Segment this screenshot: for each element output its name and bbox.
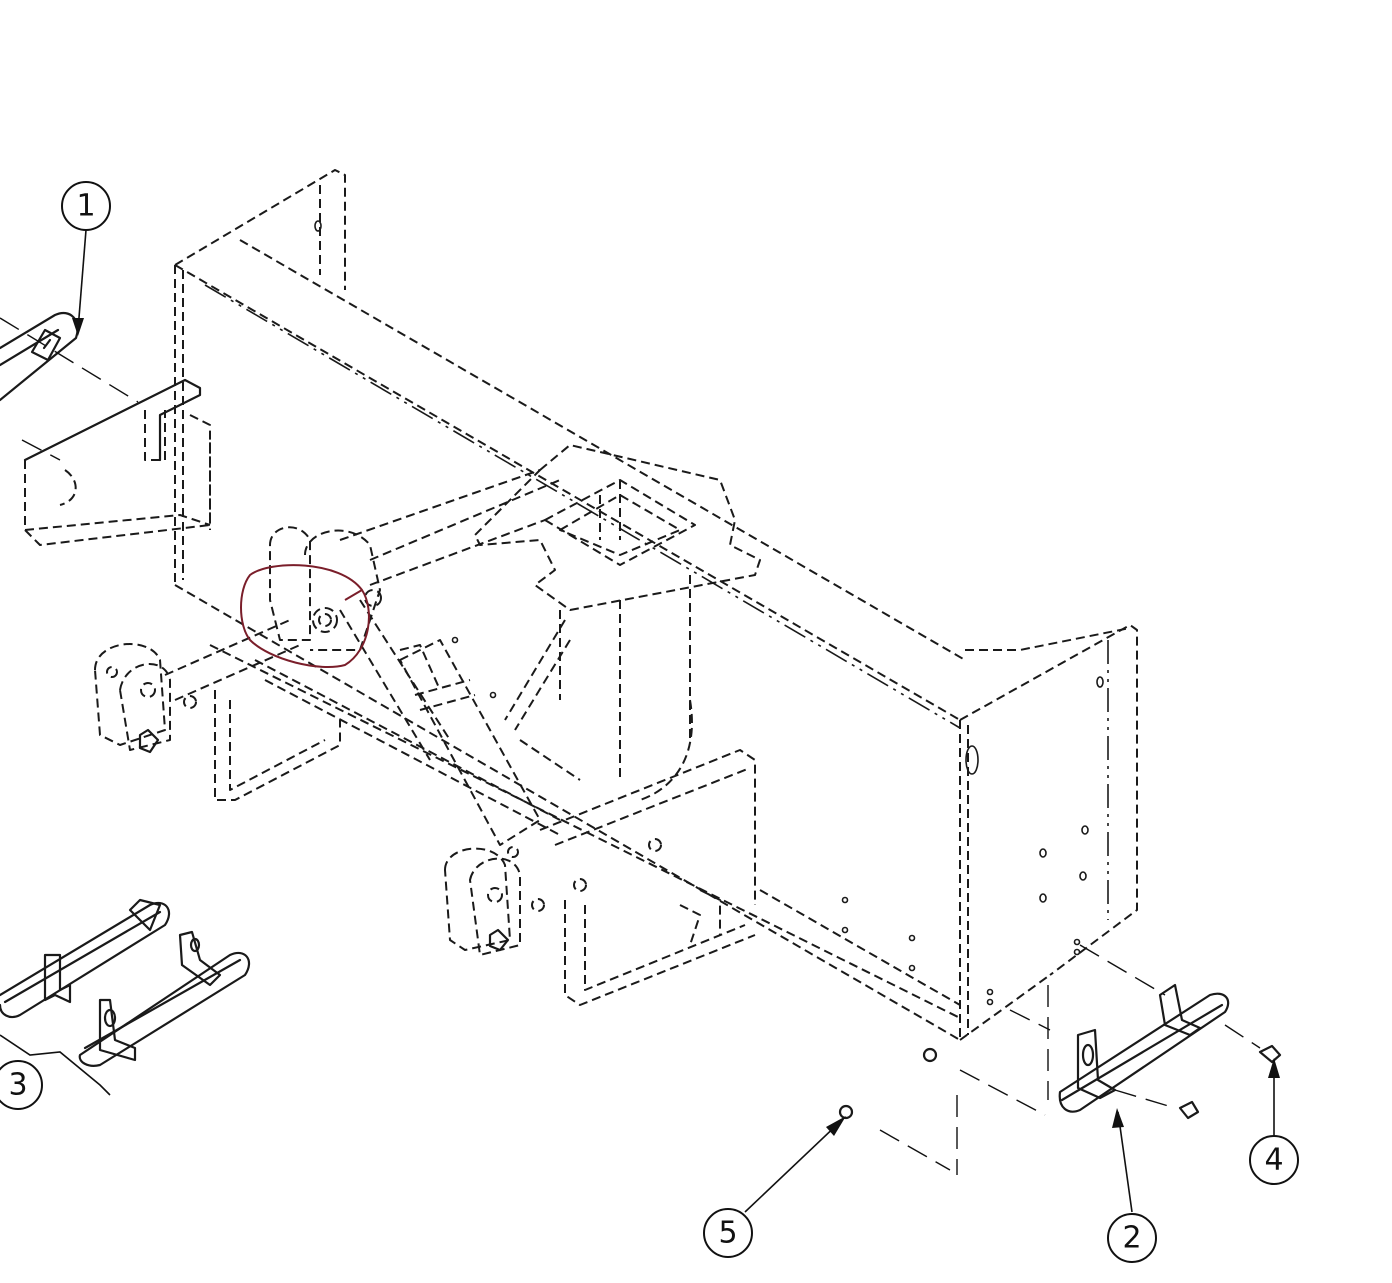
arrow-icon: [72, 318, 84, 336]
markup-circle-tail: [344, 589, 363, 601]
callout-label: 5: [718, 1216, 737, 1251]
callout-4: 4: [1249, 1135, 1299, 1185]
frame-assembly: [23, 169, 1138, 1041]
callout-1: 1: [61, 181, 111, 231]
part-2-stand: [838, 944, 1282, 1175]
markup-circle: [240, 564, 370, 668]
arrow-icon: [1112, 1108, 1124, 1128]
callout-label: 3: [8, 1068, 27, 1103]
callout-5: 5: [703, 1208, 753, 1258]
pivot-assembly: [269, 526, 541, 846]
part-1-tube: [0, 312, 139, 461]
callout-3: 3: [0, 1060, 43, 1110]
arrow-icon: [826, 1116, 846, 1136]
part-3-stands: [0, 898, 251, 1096]
callout-2: 2: [1107, 1213, 1157, 1263]
callout-label: 1: [76, 189, 95, 224]
callout-label: 4: [1264, 1143, 1283, 1178]
hitch-lugs: [94, 643, 662, 956]
callout-label: 2: [1122, 1221, 1141, 1256]
leader-lines: [72, 229, 1280, 1213]
arrow-icon: [1268, 1058, 1280, 1078]
